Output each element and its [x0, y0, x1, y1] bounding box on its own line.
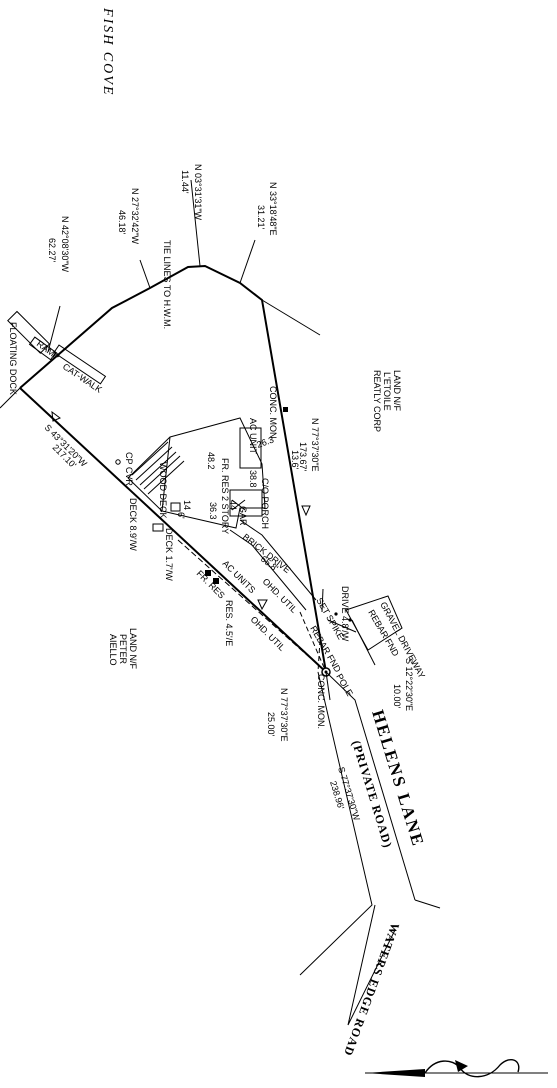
- dim-13-6-label: 13.6': [290, 450, 300, 470]
- ac-unit-label: AC UNIT: [248, 418, 258, 455]
- dim-44-label: 44: [228, 500, 238, 510]
- road-edges: [299, 671, 441, 1026]
- dim-6-label: 6': [176, 512, 186, 519]
- distance-n-bottom: 25.00': [266, 712, 276, 737]
- bearing-n3: N 27°32'42"W: [130, 188, 140, 245]
- property-boundary: [0, 264, 331, 677]
- dim-48-2-label: 48.2: [206, 452, 216, 470]
- house-footprint: [115, 417, 317, 611]
- north-arrow-icon: [365, 1058, 548, 1078]
- road2-name: WATERS EDGE ROAD: [341, 921, 402, 1058]
- brick-drive-label: BRICK DRIVE: [241, 532, 292, 575]
- conc-mon-top-label: CONC. MON.: [268, 386, 278, 441]
- ac-units-label: AC UNITS: [221, 558, 258, 595]
- monument-marker: [283, 407, 288, 412]
- garage-label: GAR: [238, 506, 248, 526]
- tie-lines-label: TIE LINES TO H.W.M.: [162, 240, 172, 329]
- catwalk-label: CAT-WALK: [61, 361, 104, 394]
- cp-marker: [115, 459, 121, 465]
- water-name: FISH COVE: [100, 7, 115, 96]
- arrow-tick-south: [257, 599, 268, 611]
- bearing-n-bottom: N 77°37'30"E: [279, 688, 289, 742]
- dim-36-3-label: 36.3: [208, 502, 218, 520]
- distance-n2: 31.21': [256, 205, 266, 230]
- owner-south-line3: AIELLO: [108, 634, 118, 666]
- deck-2-label: DECK 1.7'/W: [164, 528, 174, 581]
- floating-dock-label: FLOATING DOCK: [8, 322, 18, 395]
- ohd-util-1-label: OHD. UTIL: [261, 576, 300, 615]
- owner-north-line2: L'ETOILE: [382, 372, 392, 411]
- dim-14-label: 14: [182, 500, 192, 510]
- arrow-tick-west: [51, 410, 61, 422]
- arrow-tick-east: [301, 505, 311, 517]
- bearing-n1: N 03°31'31"W: [193, 164, 203, 221]
- gravel-driveway: [334, 595, 403, 651]
- bearing-n4: N 42°08'30"W: [60, 216, 70, 273]
- distance-n-east: 173.67': [298, 442, 308, 472]
- distance-n4: 62.27': [47, 238, 57, 263]
- bearing-s-east: S 12°22'30"E: [404, 658, 414, 711]
- cp-cvr-label: CP CVR: [124, 452, 134, 486]
- res-dim-label: RES. 4.5'/E: [224, 600, 234, 646]
- deck-1-label: DECK 8.9'/W: [128, 498, 138, 551]
- owner-south-line2: PETER: [118, 634, 128, 665]
- pole-label: POLE: [334, 672, 355, 698]
- utility-lines: [177, 539, 327, 673]
- drive-label: DRIVE 4.8'/W: [340, 586, 350, 642]
- conc-mon-bottom-label: CONC. MON.: [316, 674, 326, 729]
- distance-n1: 11.44': [180, 170, 190, 194]
- porch-label: C/O PORCH: [260, 478, 270, 529]
- owner-north-line1: LAND N/F: [392, 370, 402, 412]
- residence-label: FR. RES 2 STORY: [220, 458, 230, 534]
- bearing-n2: N 33°18'48"E: [268, 182, 278, 236]
- wood-deck-label: WOOD DECK: [158, 462, 168, 519]
- distance-n3: 46.18': [117, 210, 127, 235]
- dim-38-8-label: 38.8: [248, 470, 258, 488]
- dock-structures: [7, 310, 107, 385]
- bearing-n-east: N 77°37'30"E: [310, 418, 320, 472]
- distance-s-east: 10.00': [392, 684, 402, 709]
- owner-north-line3: REATLY CORP: [372, 370, 382, 432]
- owner-south-line1: LAND N/F: [128, 628, 138, 670]
